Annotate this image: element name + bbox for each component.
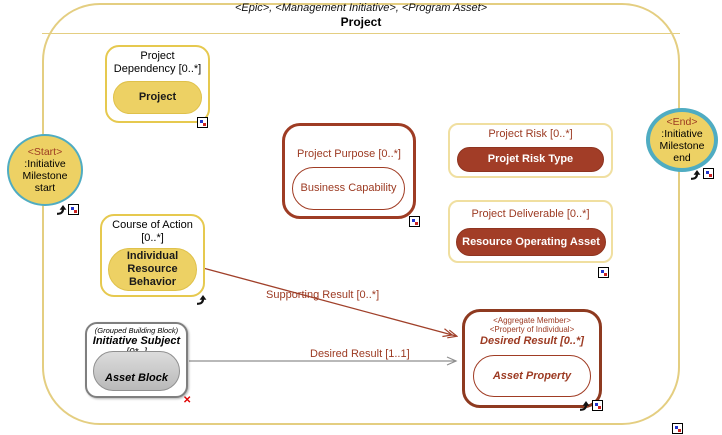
desired-result-stereotype-1: <Aggregate Member> <box>493 316 571 325</box>
project-deliverable-title: Project Deliverable [0..*] <box>471 208 590 220</box>
project-risk-title: Project Risk [0..*] <box>488 128 573 140</box>
projet-risk-type-label: Projet Risk Type <box>487 153 574 165</box>
composite-diagram-icon[interactable] <box>672 423 683 434</box>
composite-diagram-icon[interactable] <box>409 216 420 227</box>
project-purpose-title: Project Purpose [0..*] <box>297 148 401 160</box>
asset-property-label: Asset Property <box>492 369 572 382</box>
start-milestone-name: :Initiative Milestone start <box>22 158 68 194</box>
composite-diagram-icon[interactable] <box>197 117 208 128</box>
asset-property-pill[interactable]: Asset Property <box>473 355 591 397</box>
business-capability-label: Business Capability <box>300 182 397 194</box>
supporting-result-label: Supporting Result [0..*] <box>266 289 380 301</box>
project-pill-label: Project <box>138 91 177 103</box>
asset-block-pill[interactable]: Asset Block <box>93 351 180 391</box>
frame-title: Project <box>340 15 382 29</box>
start-milestone-node[interactable]: <Start> :Initiative Milestone start <box>7 134 83 206</box>
end-milestone-node[interactable]: <End> :Initiative Milestone end <box>646 108 718 172</box>
start-milestone-stereotype: <Start> <box>27 146 63 158</box>
frame-title-separator <box>42 33 680 34</box>
asset-block-label: Asset Block <box>105 372 168 384</box>
composite-diagram-icon[interactable] <box>592 400 603 411</box>
initiative-subject-title: Initiative Subject <box>92 335 181 347</box>
navigate-up-icon[interactable] <box>689 169 701 181</box>
composite-diagram-icon[interactable] <box>703 168 714 179</box>
composite-diagram-icon[interactable] <box>68 204 79 215</box>
project-dependency-title: Project Dependency [0..*] <box>113 50 202 75</box>
navigate-up-icon[interactable] <box>195 294 207 306</box>
composite-diagram-icon[interactable] <box>598 267 609 278</box>
projet-risk-type-pill[interactable]: Projet Risk Type <box>457 147 604 172</box>
project-pill[interactable]: Project <box>113 81 202 114</box>
individual-resource-behavior-pill[interactable]: Individual Resource Behavior <box>108 248 197 291</box>
initiative-subject-note: (Grouped Building Block) <box>94 326 179 335</box>
red-cross-icon[interactable]: ✕ <box>183 395 192 406</box>
end-milestone-stereotype: <End> <box>666 116 698 128</box>
end-milestone-name: :Initiative Milestone end <box>659 128 705 164</box>
navigate-up-icon[interactable] <box>578 400 590 412</box>
business-capability-pill[interactable]: Business Capability <box>292 167 405 210</box>
navigate-up-icon[interactable] <box>55 204 67 216</box>
desired-result-stereotype-2: <Property of Individual> <box>489 325 575 334</box>
desired-result-title: Desired Result [0..*] <box>480 335 584 347</box>
course-of-action-title: Course of Action [0..*] <box>112 219 193 244</box>
resource-operating-asset-pill[interactable]: Resource Operating Asset <box>456 228 606 256</box>
frame-stereotypes: <Epic>, <Management Initiative>, <Progra… <box>234 2 488 14</box>
desired-result-label: Desired Result [1..1] <box>310 348 410 360</box>
resource-operating-asset-label: Resource Operating Asset <box>462 235 600 248</box>
individual-resource-behavior-label: Individual Resource Behavior <box>126 250 179 288</box>
